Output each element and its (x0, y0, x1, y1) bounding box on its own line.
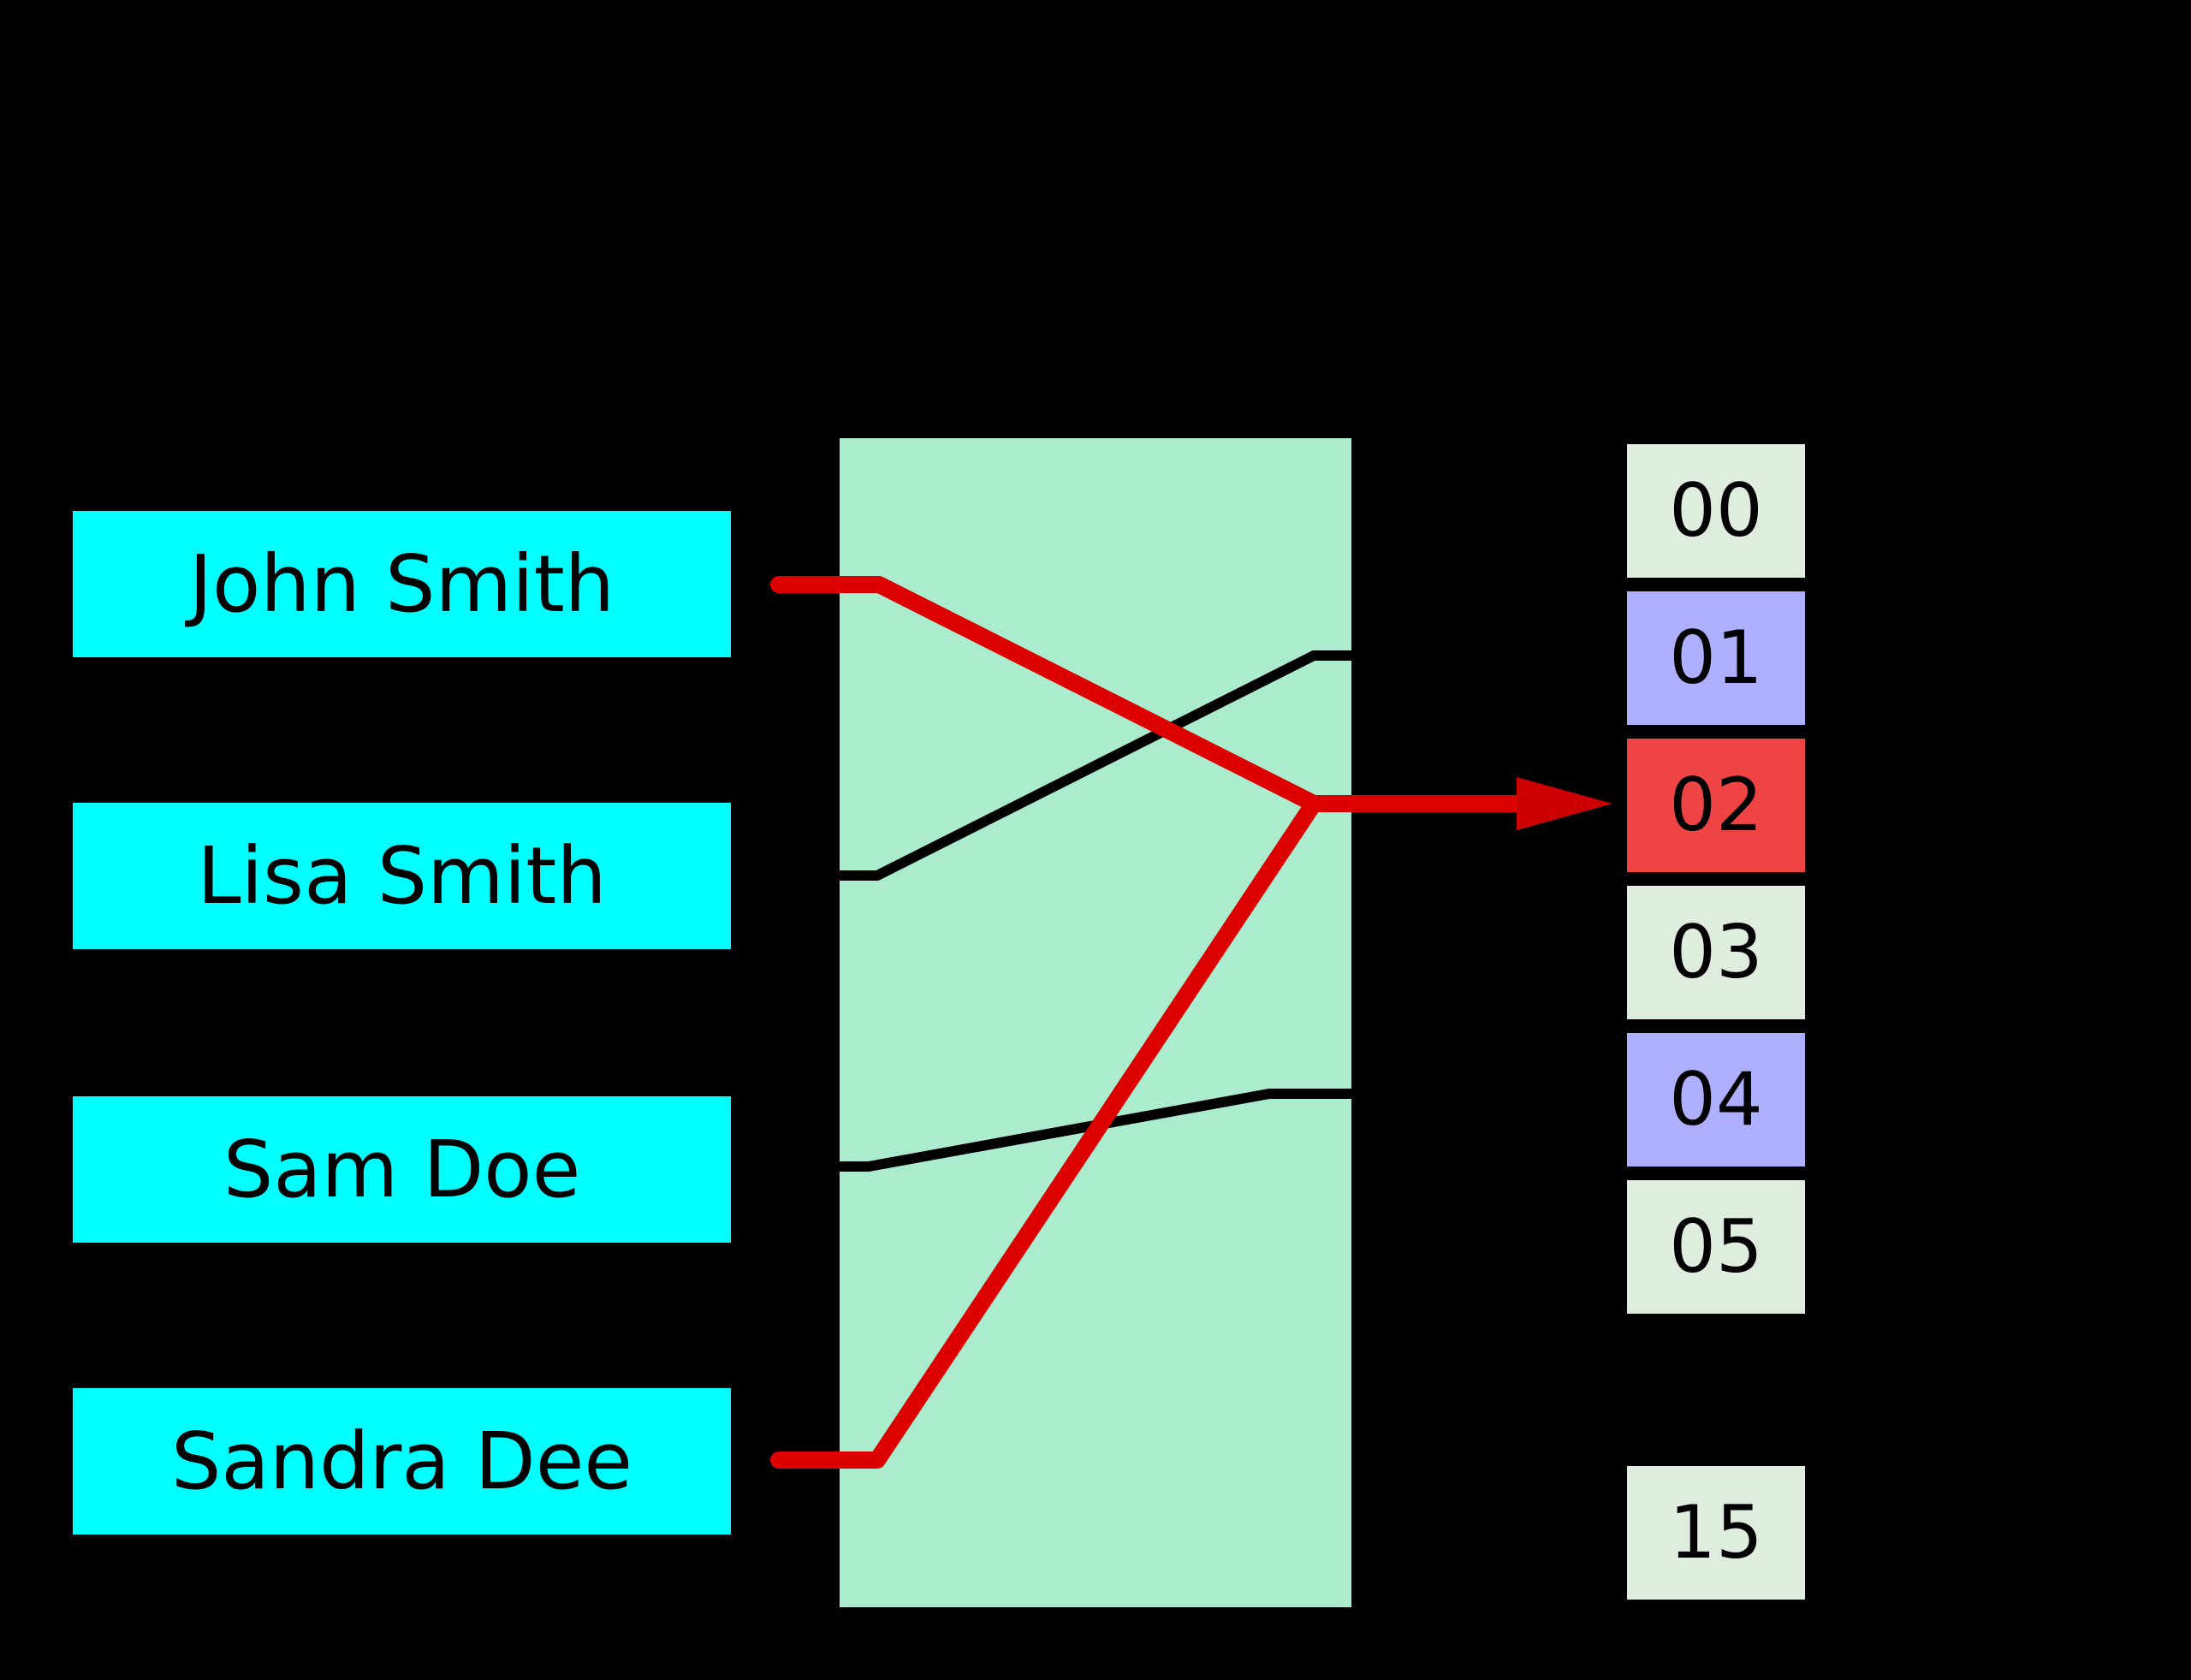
bucket-02[interactable]: 02 (1627, 739, 1805, 872)
key-label: Lisa Smith (197, 829, 607, 922)
key-box-sam-doe[interactable]: Sam Doe (73, 1096, 731, 1243)
key-label: Sandra Dee (171, 1415, 632, 1507)
bucket-label: 05 (1669, 1204, 1763, 1290)
bucket-00[interactable]: 00 (1627, 444, 1805, 578)
bucket-label: 03 (1669, 910, 1763, 995)
key-label: John Smith (188, 537, 615, 630)
key-label: Sam Doe (223, 1123, 581, 1215)
key-box-lisa-smith[interactable]: Lisa Smith (73, 803, 731, 949)
bucket-label: 02 (1669, 763, 1763, 848)
bucket-04[interactable]: 04 (1627, 1033, 1805, 1167)
bucket-05[interactable]: 05 (1627, 1180, 1805, 1314)
bucket-03[interactable]: 03 (1627, 886, 1805, 1019)
bucket-label: 01 (1669, 615, 1763, 701)
collision-arrow-head (1517, 777, 1612, 830)
bucket-label: 15 (1669, 1490, 1763, 1576)
hash-function-region (840, 438, 1351, 1607)
bucket-15[interactable]: 15 (1627, 1466, 1805, 1600)
bucket-label: 04 (1669, 1057, 1763, 1143)
bucket-label: 00 (1669, 468, 1763, 554)
key-box-sandra-dee[interactable]: Sandra Dee (73, 1388, 731, 1535)
key-box-john-smith[interactable]: John Smith (73, 511, 731, 657)
bucket-01[interactable]: 01 (1627, 591, 1805, 725)
